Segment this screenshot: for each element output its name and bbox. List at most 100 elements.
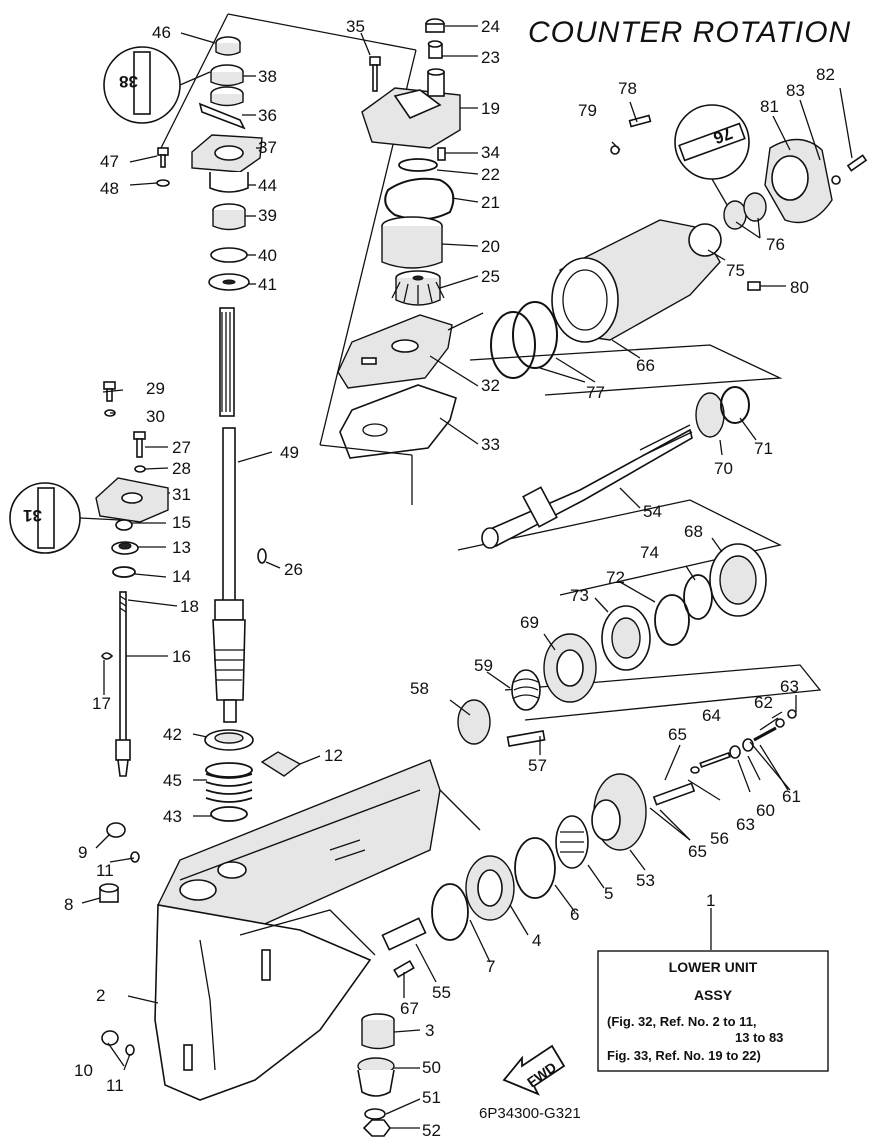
pinion-area <box>204 729 302 822</box>
label-11-bottom: 11 <box>106 1076 124 1095</box>
box-line-5: Fig. 33, Ref. No. 19 to 22) <box>607 1048 761 1063</box>
diagram-title: COUNTER ROTATION <box>528 16 851 49</box>
label-53: 53 <box>636 871 655 890</box>
label-70: 70 <box>714 459 733 478</box>
label-46: 46 <box>152 23 171 42</box>
label-21: 21 <box>481 193 500 212</box>
label-71: 71 <box>754 439 773 458</box>
label-61: 61 <box>782 787 801 806</box>
bottom-parts <box>357 1013 395 1137</box>
label-78: 78 <box>618 79 637 98</box>
label-50: 50 <box>422 1058 441 1077</box>
water-pump-group <box>337 18 461 459</box>
label-13: 13 <box>172 538 191 557</box>
label-4: 4 <box>532 931 541 950</box>
label-73: 73 <box>570 586 589 605</box>
label-82: 82 <box>816 65 835 84</box>
label-5: 5 <box>604 884 613 903</box>
label-19: 19 <box>481 99 500 118</box>
driveshaft <box>212 307 267 723</box>
label-2: 2 <box>96 986 105 1005</box>
box-line-4: 13 to 83 <box>735 1030 783 1045</box>
callout-76-detail: 76 <box>674 104 750 211</box>
label-8: 8 <box>64 895 73 914</box>
label-76: 76 <box>766 235 785 254</box>
label-23: 23 <box>481 48 500 67</box>
label-56: 56 <box>710 829 729 848</box>
label-32: 32 <box>481 376 500 395</box>
label-81: 81 <box>760 97 779 116</box>
label-80: 80 <box>790 278 809 297</box>
label-18: 18 <box>180 597 199 616</box>
label-66: 66 <box>636 356 655 375</box>
leader-lines <box>81 25 853 1129</box>
callout-38-detail: 38 <box>103 46 211 124</box>
label-48: 48 <box>100 179 119 198</box>
lower-case-housing <box>154 759 481 1101</box>
box-line-2: ASSY <box>694 987 733 1003</box>
drawing-code: 6P34300-G321 <box>479 1105 581 1122</box>
label-3: 3 <box>425 1021 434 1040</box>
label-11-top: 11 <box>96 861 114 880</box>
label-33: 33 <box>481 435 500 454</box>
label-62: 62 <box>754 693 773 712</box>
label-1: 1 <box>706 891 715 910</box>
label-26: 26 <box>284 560 303 579</box>
label-45: 45 <box>163 771 182 790</box>
label-28: 28 <box>172 459 191 478</box>
propeller-shaft <box>481 386 750 549</box>
label-63-bottom: 63 <box>736 815 755 834</box>
label-54: 54 <box>643 502 662 521</box>
label-58: 58 <box>410 679 429 698</box>
label-74: 74 <box>640 543 659 562</box>
label-16: 16 <box>172 647 191 666</box>
label-47: 47 <box>100 152 119 171</box>
label-22: 22 <box>481 165 500 184</box>
label-20: 20 <box>481 237 500 256</box>
label-17: 17 <box>92 694 111 713</box>
box-line-1: LOWER UNIT <box>669 959 758 975</box>
label-60: 60 <box>756 801 775 820</box>
label-43: 43 <box>163 807 182 826</box>
box-line-3: (Fig. 32, Ref. No. 2 to 11, <box>607 1014 757 1029</box>
label-36: 36 <box>258 106 277 125</box>
label-64: 64 <box>702 706 721 725</box>
label-7: 7 <box>486 957 495 976</box>
part-number-labels: 46 38 36 37 44 39 40 41 47 48 35 24 23 1… <box>64 17 835 1140</box>
label-79: 79 <box>578 101 597 120</box>
label-24: 24 <box>481 17 500 36</box>
label-30: 30 <box>146 407 165 426</box>
label-37: 37 <box>258 138 277 157</box>
label-34: 34 <box>481 143 500 162</box>
label-67: 67 <box>400 999 419 1018</box>
label-9: 9 <box>78 843 87 862</box>
lower-unit-assy-box: LOWER UNIT ASSY (Fig. 32, Ref. No. 2 to … <box>597 908 829 1072</box>
label-38: 38 <box>258 67 277 86</box>
label-68: 68 <box>684 522 703 541</box>
label-14: 14 <box>172 567 191 586</box>
label-27: 27 <box>172 438 191 457</box>
small-fasteners <box>99 822 140 1056</box>
label-42: 42 <box>163 725 182 744</box>
label-40: 40 <box>258 246 277 265</box>
label-12: 12 <box>324 746 343 765</box>
label-65-top: 65 <box>668 725 687 744</box>
label-65-bottom: 65 <box>688 842 707 861</box>
label-55: 55 <box>432 983 451 1002</box>
svg-text:31: 31 <box>23 506 42 525</box>
label-52: 52 <box>422 1121 441 1140</box>
label-51: 51 <box>422 1088 441 1107</box>
label-83: 83 <box>786 81 805 100</box>
propeller-shaft-housing <box>490 114 868 379</box>
label-72: 72 <box>606 568 625 587</box>
callout-31-detail: 31 <box>9 482 121 554</box>
label-29: 29 <box>146 379 165 398</box>
label-35: 35 <box>346 17 365 36</box>
forward-gear-bearings <box>457 543 767 747</box>
label-57: 57 <box>528 756 547 775</box>
label-41: 41 <box>258 275 277 294</box>
label-77: 77 <box>586 383 605 402</box>
label-75: 75 <box>726 261 745 280</box>
label-10: 10 <box>74 1061 93 1080</box>
